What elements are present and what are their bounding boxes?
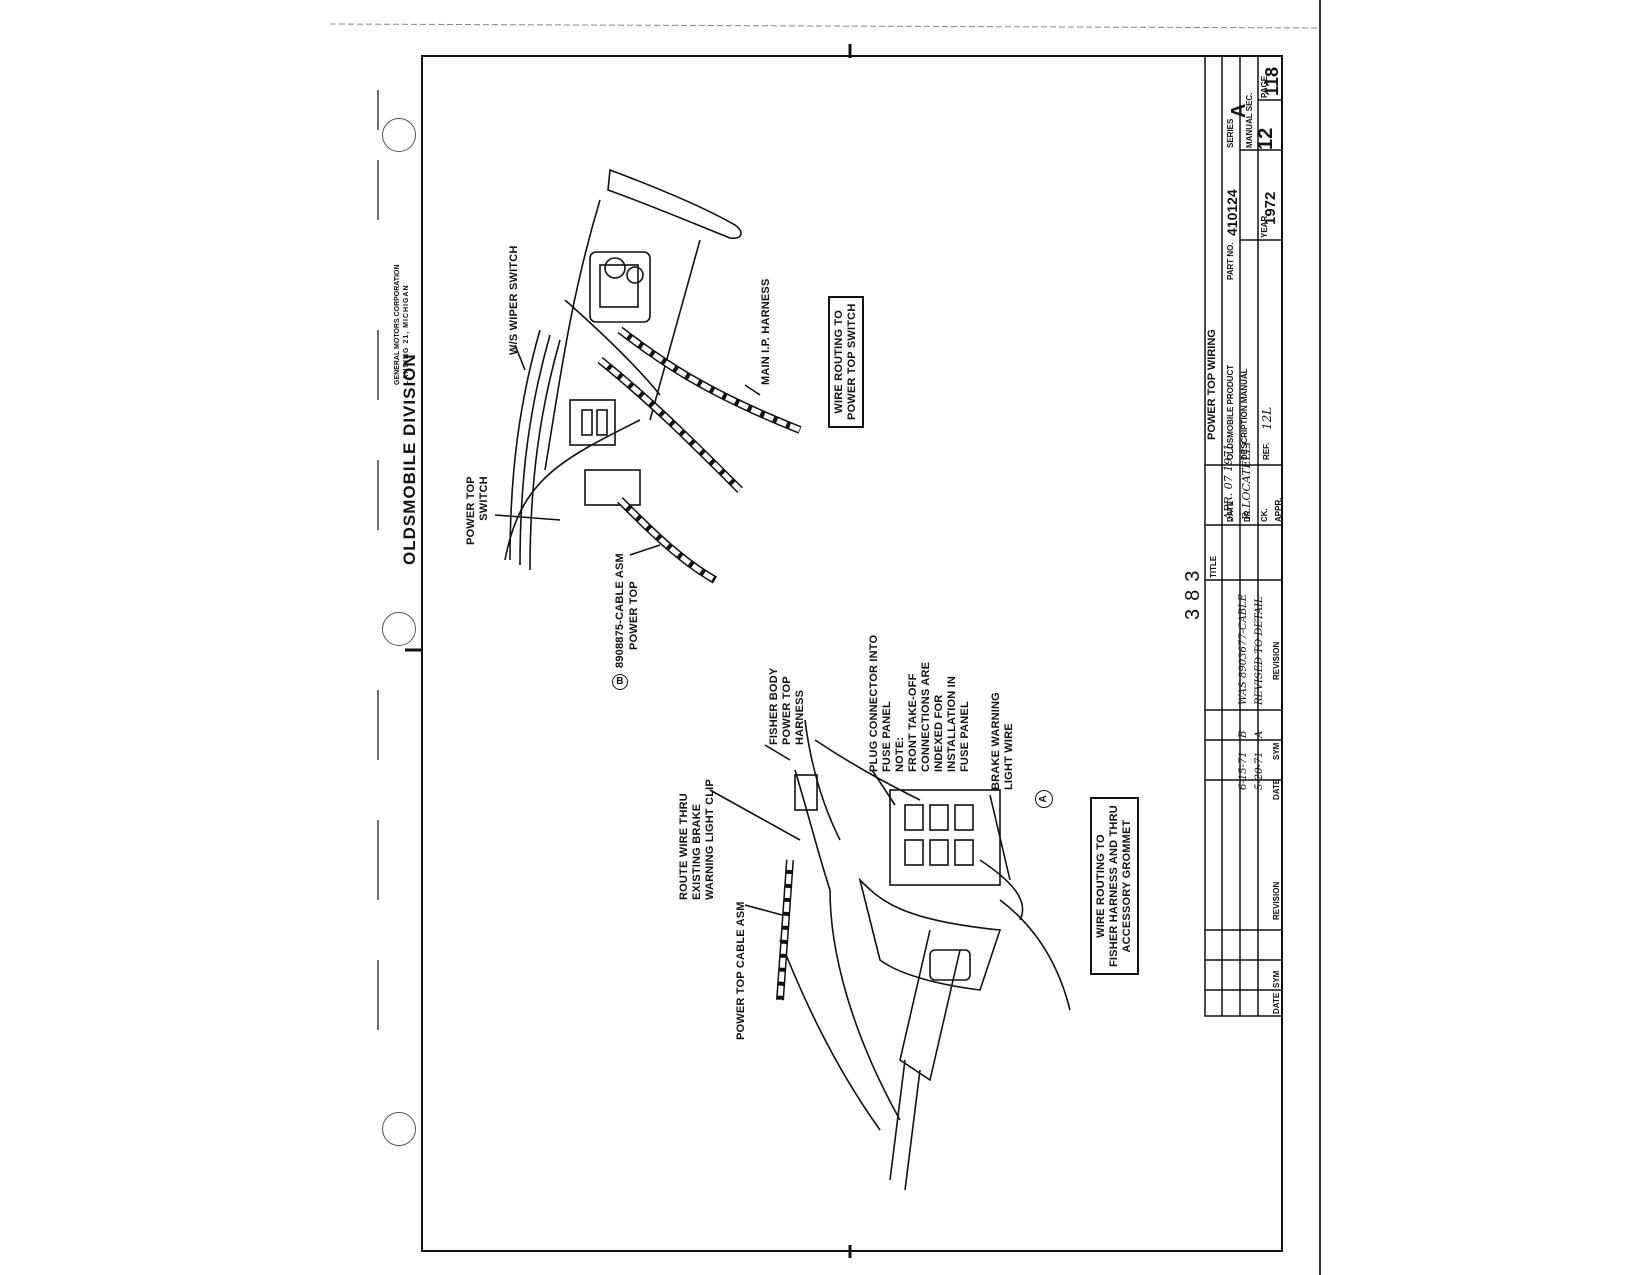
tb-part-no-label: PART NO. bbox=[1226, 242, 1235, 280]
label-power-top-cable-asm: POWER TOP CABLE ASM bbox=[735, 901, 747, 1040]
tb-rev-b-date: 6-15-71 bbox=[1238, 751, 1249, 790]
tb-ck-label: CK. bbox=[1260, 508, 1269, 522]
label-plug-connector-note: PLUG CONNECTOR INTO FUSE PANEL NOTE: FRO… bbox=[868, 634, 971, 772]
label-fisher-body-harness: FISHER BODY POWER TOP HARNESS bbox=[768, 667, 806, 745]
binder-hole-top bbox=[382, 118, 416, 152]
tb-rev-b-sym: B bbox=[1238, 730, 1249, 738]
label-brake-warning-wire: BRAKE WARNING LIGHT WIRE bbox=[990, 692, 1015, 790]
division-title: OLDSMOBILE DIVISION bbox=[400, 353, 419, 565]
label-route-wire: ROUTE WIRE THRU EXISTING BRAKE WARNING L… bbox=[678, 779, 716, 900]
detail-b-caption: WIRE ROUTING TO POWER TOP SWITCH bbox=[828, 295, 864, 428]
tb-rev-b-text: WAS 8903677-CABLE bbox=[1238, 593, 1249, 705]
detail-b-illustration bbox=[494, 168, 802, 584]
label-cable-asm-8908875: B 8908875-CABLE ASM POWER TOP bbox=[612, 553, 641, 690]
title-block-grid bbox=[1204, 55, 1283, 1017]
tb-title: POWER TOP WIRING bbox=[1206, 329, 1218, 440]
detail-b-marker: B bbox=[612, 674, 628, 690]
tb-rev-a-date: 5-20-71 bbox=[1254, 751, 1265, 790]
label-ws-wiper-switch: W/S WIPER SWITCH bbox=[508, 245, 520, 355]
tb-ref-label: REF. bbox=[1262, 442, 1271, 460]
tb-ref: 12L bbox=[1260, 406, 1274, 430]
tb-date-col-label-upper: DATE bbox=[1272, 778, 1281, 800]
tb-date: APR. 07 1971 bbox=[1222, 443, 1235, 520]
tb-appr-label: APPR. bbox=[1274, 497, 1283, 522]
tb-page: 118 bbox=[1262, 66, 1282, 96]
tb-date-col-label-lower: DATE bbox=[1272, 992, 1281, 1014]
detail-a-illustration bbox=[709, 719, 1071, 1191]
tb-rev-a-sym: A bbox=[1254, 730, 1265, 738]
tb-year: 1972 bbox=[1262, 191, 1279, 225]
tb-revision-label-upper: REVISION bbox=[1272, 641, 1281, 680]
binder-hole-bottom bbox=[382, 1112, 416, 1146]
label-main-ip-harness: MAIN I.P. HARNESS bbox=[760, 278, 772, 386]
tb-rev-a-text: REVISED TO DETAIL bbox=[1254, 596, 1265, 705]
tb-part-no: 410124 bbox=[1224, 189, 1240, 236]
corp-location: LANSING 21, MICHIGAN bbox=[403, 284, 410, 385]
label-power-top-switch: POWER TOP SWITCH bbox=[465, 476, 490, 545]
detail-a-caption: WIRE ROUTING TO FISHER HARNESS AND THRU … bbox=[1090, 797, 1139, 975]
tb-title-label: TITLE bbox=[1209, 555, 1218, 578]
tb-manual-sec: 12 bbox=[1255, 127, 1277, 150]
tb-sym-label-lower: SYM bbox=[1272, 970, 1281, 988]
binder-hole-middle bbox=[382, 612, 416, 646]
tb-dr: P. LOCATELLI bbox=[1240, 441, 1253, 520]
sheet-border bbox=[421, 55, 1283, 1252]
detail-a-marker: A bbox=[1035, 790, 1053, 808]
tb-series-label: SERIES bbox=[1226, 118, 1235, 148]
page-stamp: 383 bbox=[1182, 562, 1204, 620]
tb-sym-label-upper: SYM bbox=[1272, 742, 1281, 760]
tb-manual-sec-label: MANUAL SEC. bbox=[1245, 92, 1254, 148]
tb-revision-label-lower: REVISION bbox=[1272, 881, 1281, 920]
corp-name: GENERAL MOTORS CORPORATION bbox=[394, 264, 401, 385]
